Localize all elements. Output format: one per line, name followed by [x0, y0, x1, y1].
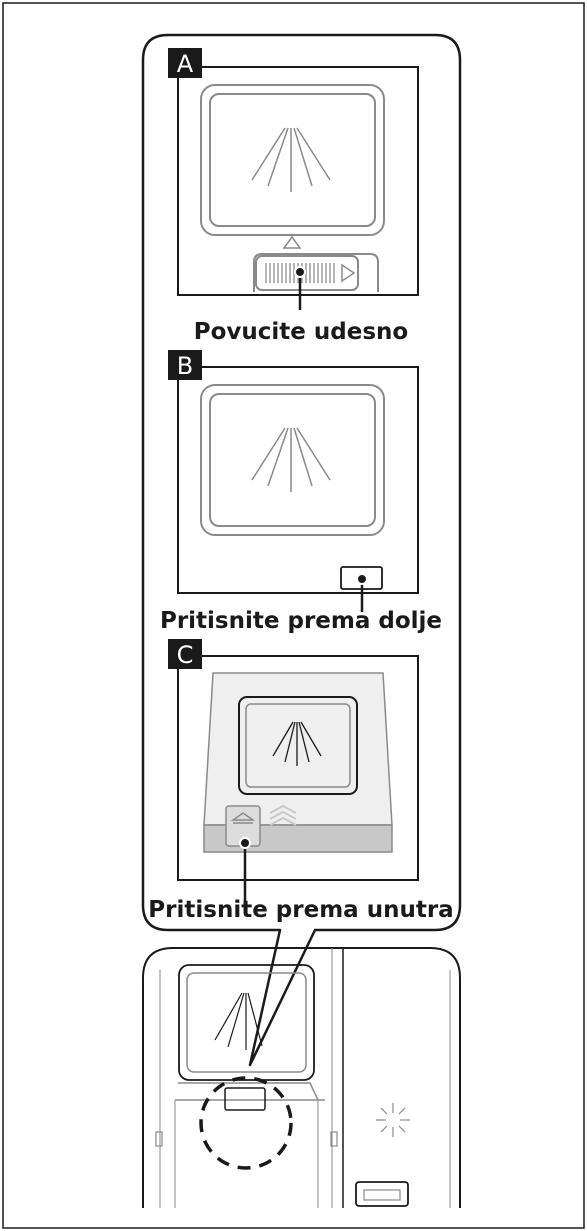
- device-outline: [142, 947, 461, 1208]
- panel-a-letter: A: [177, 50, 194, 78]
- panel-a-window-inner: [209, 93, 376, 227]
- panel-c-leader-dot: [239, 837, 251, 849]
- device-overview: [142, 947, 461, 1208]
- panel-b-window-outer: [200, 384, 385, 536]
- sparkle-icon: [376, 1103, 410, 1137]
- panel-b-spray-lines: [251, 427, 331, 492]
- panel-c-dispenser-body: [203, 672, 393, 826]
- panel-b: B: [168, 350, 419, 612]
- panel-a-spray-lines: [251, 127, 331, 192]
- panel-b-frame: [177, 366, 419, 594]
- panel-c-latch-arrow-icon: [230, 812, 256, 821]
- panel-c-spray-lines: [272, 721, 322, 766]
- panel-a-caption: Povucite udesno: [194, 319, 408, 345]
- panel-a-window-outer: [200, 84, 385, 236]
- panel-b-leader-dot: [356, 573, 368, 585]
- panel-c-window-outer: [238, 696, 358, 795]
- device-spray-lines: [214, 992, 263, 1050]
- chevrons-icon: [269, 804, 297, 826]
- device-handle: [355, 1181, 409, 1207]
- slide-latch: [253, 253, 379, 292]
- highlight-circle: [199, 1076, 293, 1170]
- panel-a-badge: [168, 48, 202, 78]
- panel-c-badge: [168, 639, 202, 669]
- panel-a: A: [168, 48, 419, 310]
- device-window-outer: [178, 964, 315, 1081]
- panel-c-letter: C: [177, 641, 194, 669]
- panel-b-window-inner: [209, 393, 376, 527]
- panel-b-caption: Pritisnite prema dolje: [160, 608, 442, 634]
- panel-b-badge: [168, 350, 202, 380]
- panel-a-leader-dot: [294, 266, 306, 278]
- device-window-inner: [186, 972, 307, 1073]
- panel-b-letter: B: [177, 352, 193, 380]
- up-arrow-icon: [282, 235, 302, 249]
- right-arrow-icon: [341, 263, 356, 283]
- panel-c: C: [168, 639, 419, 905]
- device-push-button: [224, 1087, 266, 1111]
- panel-c-caption: Pritisnite prema unutra: [148, 897, 453, 923]
- panel-c-window-inner: [245, 703, 351, 788]
